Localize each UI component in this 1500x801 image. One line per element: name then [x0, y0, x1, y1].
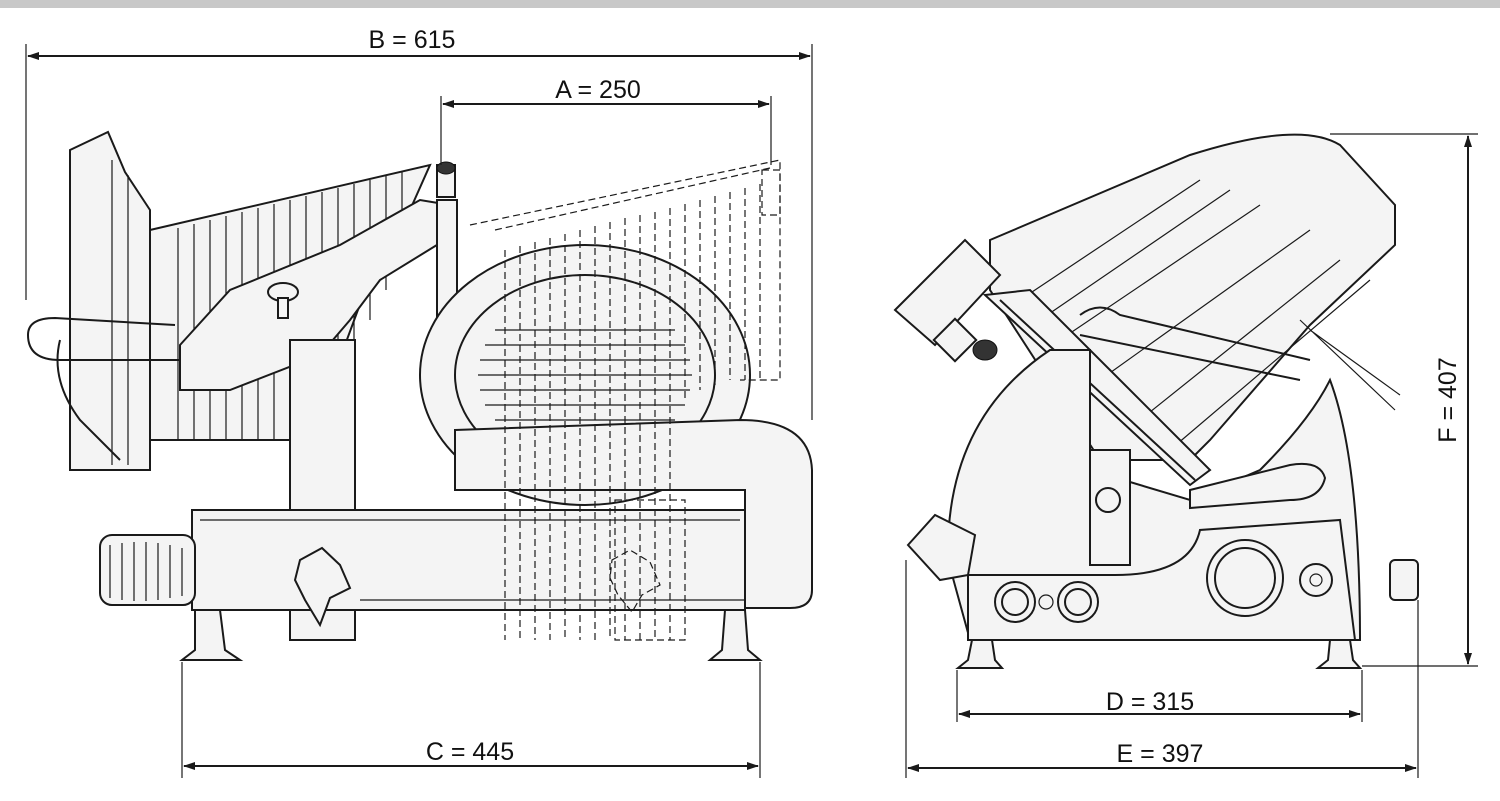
top-bar [0, 0, 1500, 8]
dimension-a-label: A = 250 [555, 76, 641, 104]
dimension-f-label: F = 407 [1434, 357, 1462, 442]
dimension-b: B = 615 [25, 26, 813, 420]
dimension-d: D = 315 [956, 670, 1363, 722]
side-view [26, 130, 813, 661]
dimension-c-label: C = 445 [426, 738, 514, 766]
front-view [893, 133, 1419, 669]
dimension-e: E = 397 [905, 560, 1419, 778]
dimension-d-label: D = 315 [1106, 688, 1194, 716]
dimension-a: A = 250 [440, 76, 772, 165]
dimension-e-label: E = 397 [1117, 740, 1204, 768]
dimension-b-label: B = 615 [369, 26, 456, 54]
dimension-c: C = 445 [181, 662, 761, 778]
dimension-f: F = 407 [1330, 133, 1478, 667]
